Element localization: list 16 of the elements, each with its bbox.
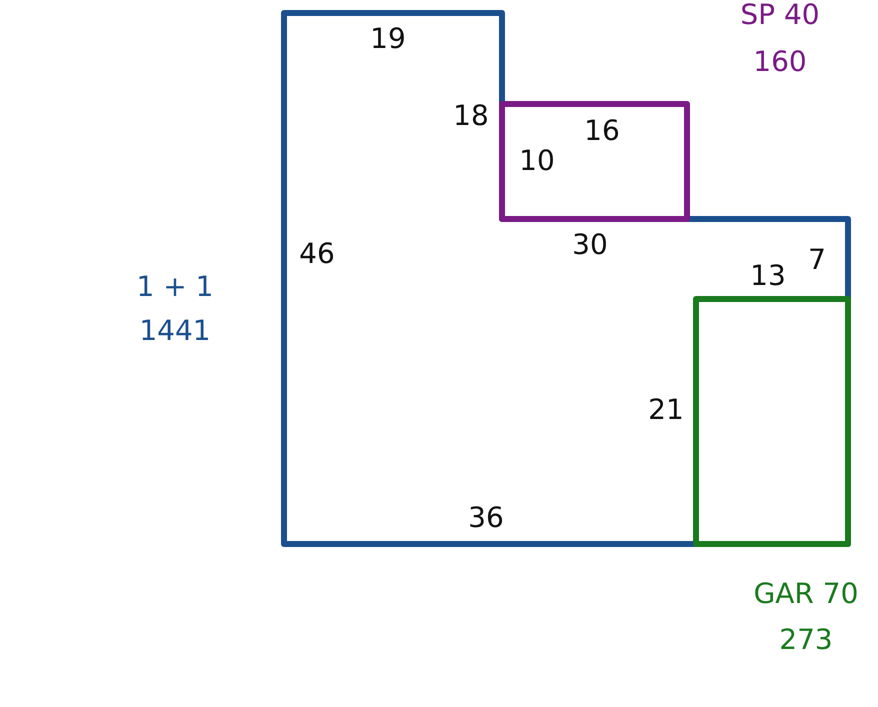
dimension-label: 18 [453, 102, 489, 130]
dimension-label: 19 [370, 25, 406, 53]
dimension-label: 160 [753, 48, 807, 76]
dimension-label: 30 [572, 231, 608, 259]
area-label: 1 + 1 [136, 273, 214, 301]
dimension-label: 7 [808, 246, 826, 274]
dimension-label: 36 [468, 504, 504, 532]
dimension-label: SP 40 [740, 1, 820, 29]
dimension-label: 16 [584, 117, 620, 145]
dimension-label: 13 [750, 262, 786, 290]
dimension-label: 10 [519, 147, 555, 175]
area-label: 273 [779, 626, 833, 654]
area-label: GAR 70 [754, 580, 858, 608]
area-label: 1441 [139, 317, 211, 345]
dimension-label: 46 [299, 240, 335, 268]
dimension-label: 21 [648, 396, 684, 424]
